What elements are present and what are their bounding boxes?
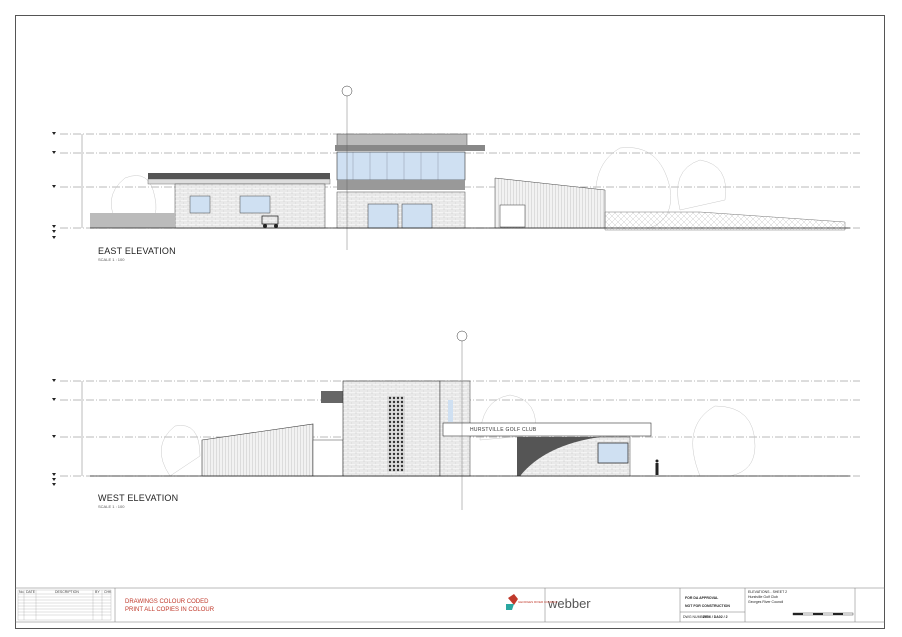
west-elevation-title: WEST ELEVATION — [98, 493, 179, 503]
architect-logo: webber — [548, 596, 591, 611]
person-icon — [655, 459, 659, 475]
signage-band — [442, 422, 652, 437]
council-logo-text: GEORGES RIVER COUNCIL — [518, 600, 558, 604]
golf-cart-icon — [261, 215, 279, 228]
club-signage: HURSTVILLE GOLF CLUB — [470, 427, 537, 433]
west-elevation-scale: SCALE 1 : 100 — [98, 504, 125, 509]
revision-header-by: BY — [95, 590, 100, 594]
sheet-title: ELEVATIONS - SHEET 2 — [748, 590, 788, 594]
scale-bar — [792, 612, 854, 616]
revision-table — [17, 589, 112, 621]
drawing-number: 2056 / DA02 / 2 — [703, 615, 728, 619]
revision-header-chk: CHK — [104, 590, 112, 594]
status-da-approval: FOR DA APPROVAL — [685, 596, 719, 600]
section-marker-icon — [341, 85, 353, 97]
revision-header-date: DATE — [26, 590, 36, 594]
drawing-number-label: DWG NUMBER: — [683, 615, 709, 619]
project-name: Hurstville Golf Club — [748, 595, 778, 599]
georges-river-council-logo — [506, 594, 518, 610]
colour-note-line-2: PRINT ALL COPIES IN COLOUR — [125, 607, 215, 613]
revision-header-description: DESCRIPTION — [55, 590, 79, 594]
east-elevation-title: EAST ELEVATION — [98, 246, 176, 256]
east-elevation — [52, 85, 860, 250]
colour-note-line-1: DRAWINGS COLOUR CODED — [125, 599, 209, 605]
trees — [161, 394, 756, 477]
colour-note: DRAWINGS COLOUR CODED PRINT ALL COPIES I… — [125, 598, 214, 614]
east-elevation-scale: SCALE 1 : 100 — [98, 257, 125, 262]
status-not-for-construction: NOT FOR CONSTRUCTION — [685, 604, 730, 608]
west-elevation — [52, 330, 860, 510]
revision-header-no: No. — [19, 590, 25, 594]
level-markers — [52, 132, 56, 239]
section-marker-icon — [456, 330, 468, 342]
client-name: Georges River Council — [748, 600, 784, 604]
drawing-sheet-border — [15, 15, 885, 629]
title-block-grid — [15, 587, 885, 623]
